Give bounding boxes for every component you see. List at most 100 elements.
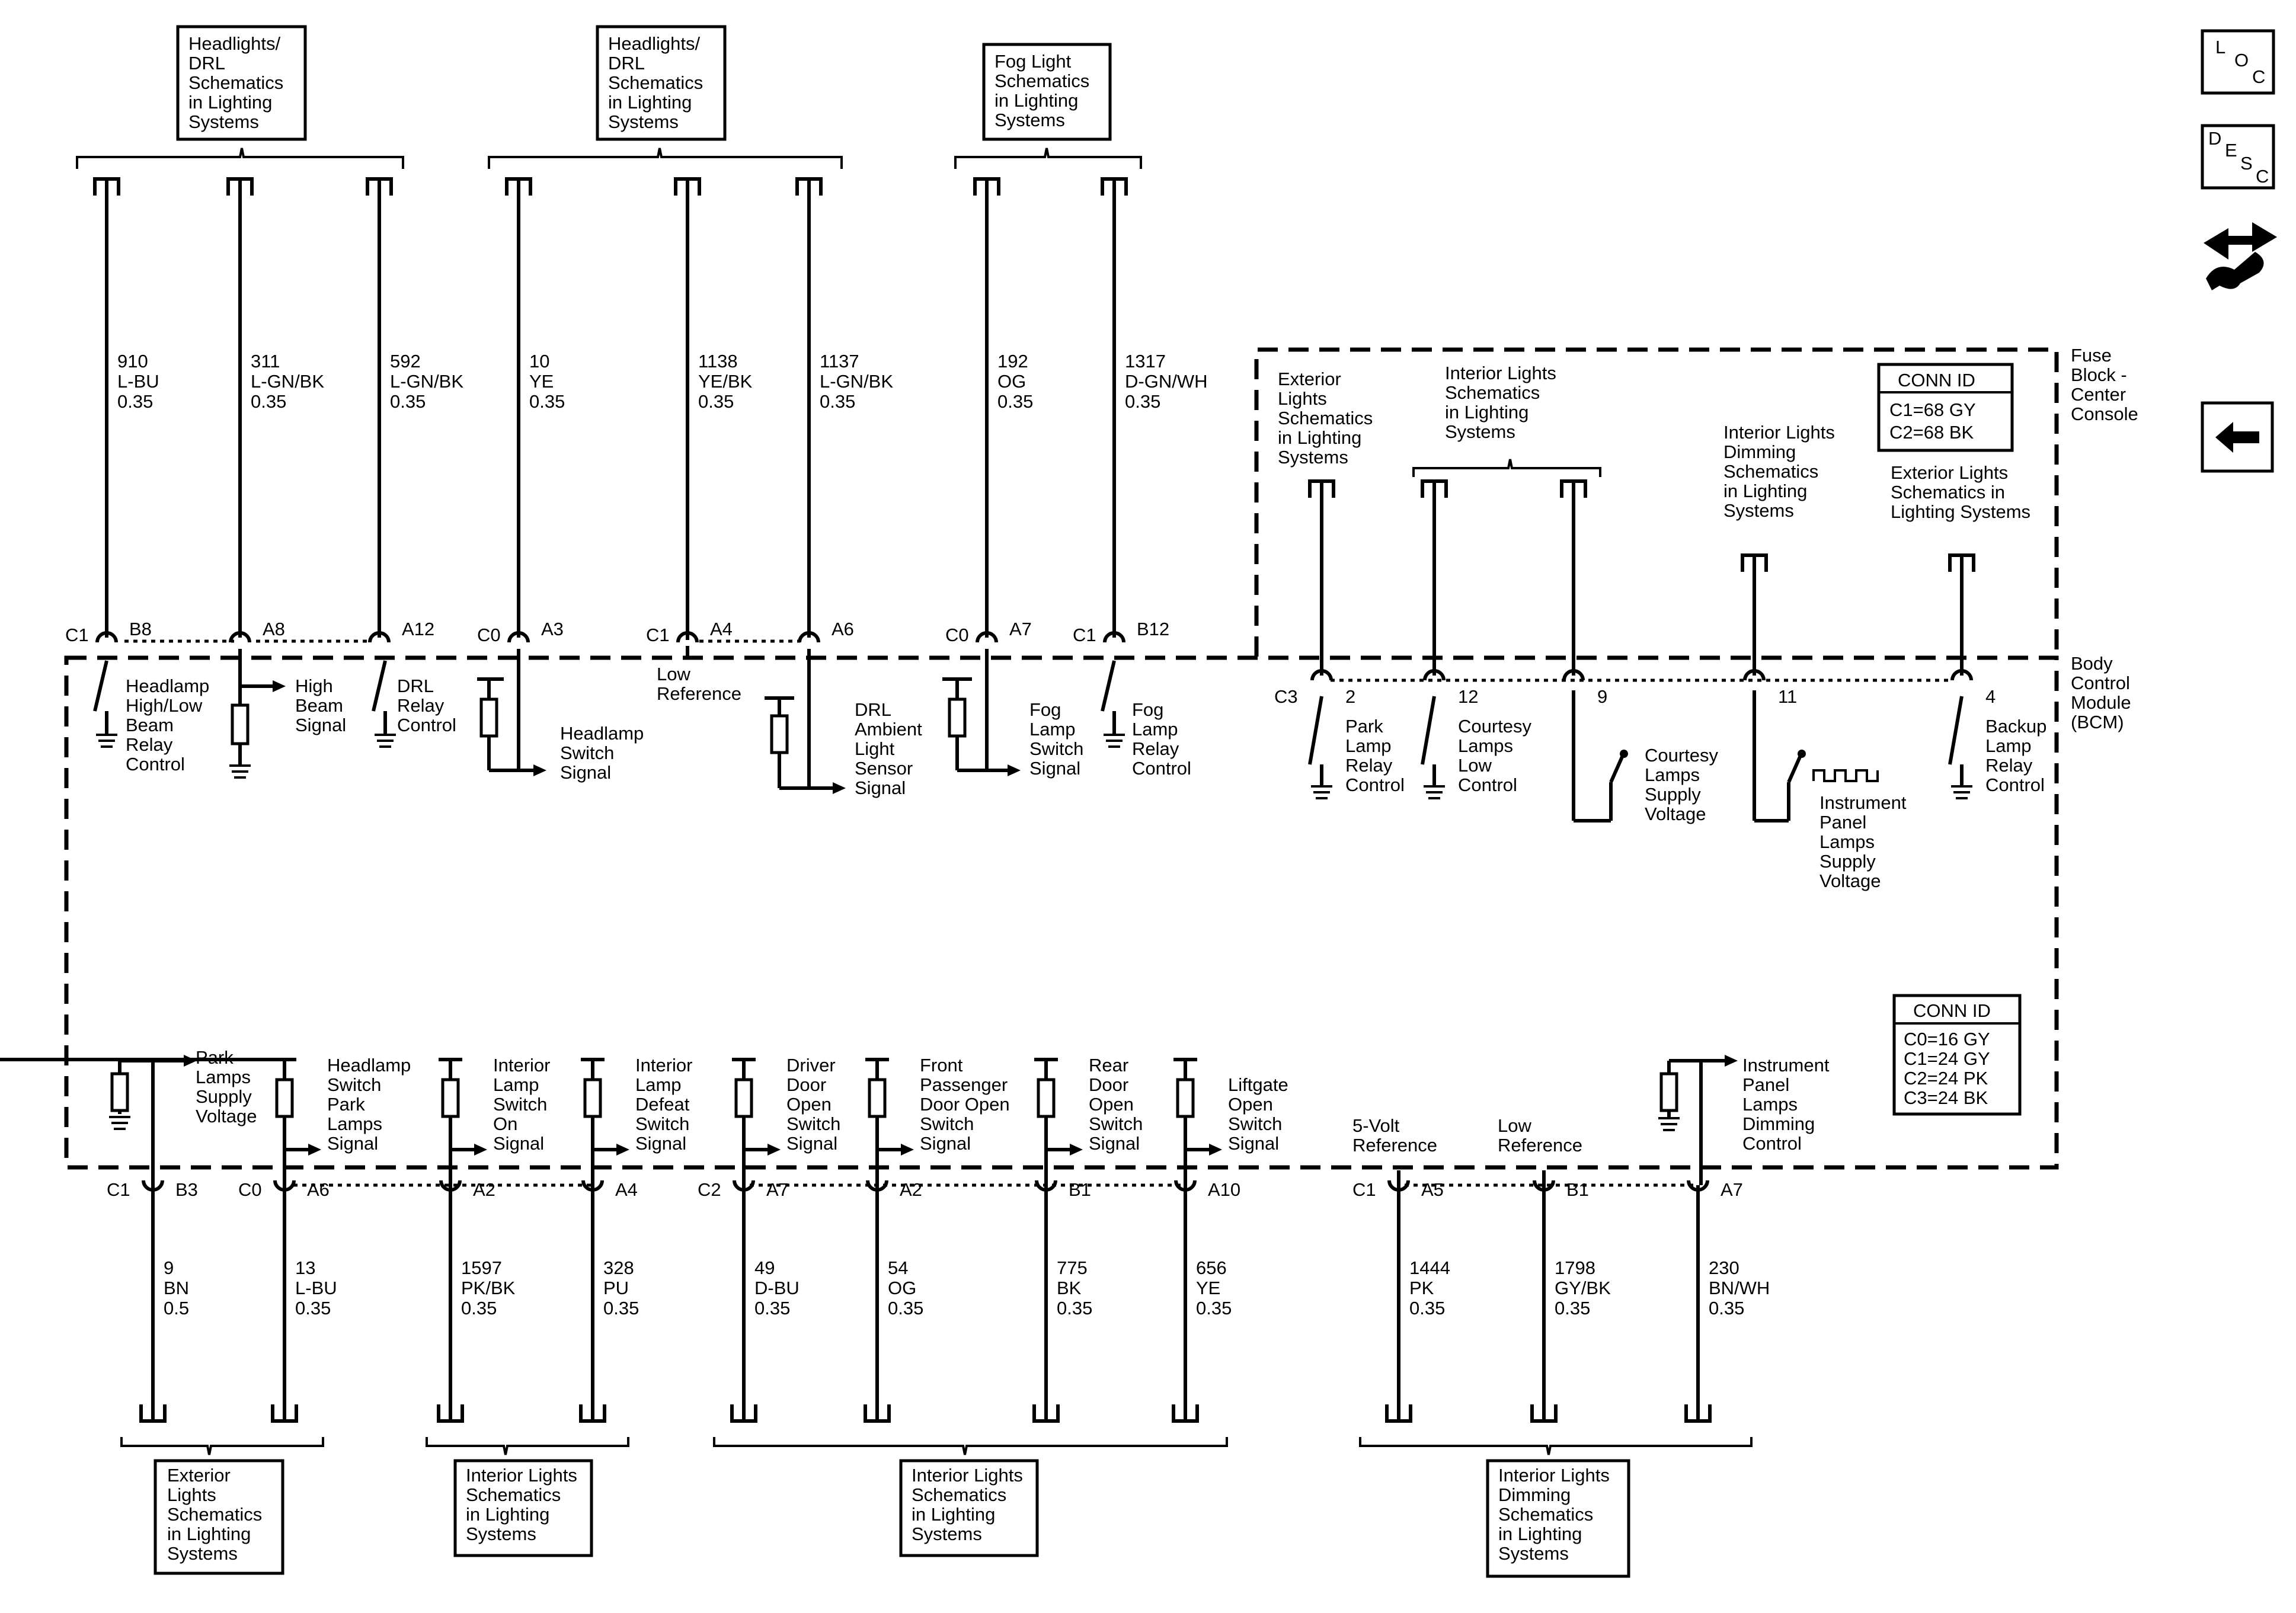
svg-text:DRL: DRL <box>188 53 225 73</box>
signal-label: Control <box>1985 775 2045 795</box>
wire-gauge: 0.35 <box>603 1298 639 1318</box>
signal-label: Driver <box>786 1055 836 1076</box>
signal-label: Supply <box>1645 784 1701 805</box>
ref-box-interior-bottom-1[interactable]: Interior Lights Schematics in Lighting S… <box>453 1459 593 1557</box>
wire-color: BN/WH <box>1709 1278 1770 1298</box>
connector-id: C1 <box>65 625 89 645</box>
signal-label: Supply <box>196 1086 252 1107</box>
signal-label: Switch <box>786 1113 840 1134</box>
circuit-number: 13 <box>295 1257 315 1278</box>
circuit-number: 1444 <box>1409 1257 1450 1278</box>
pullup-resistor <box>1176 1078 1195 1118</box>
ref-box-exterior-bottom[interactable]: Exterior Lights Schematics in Lighting S… <box>154 1459 284 1575</box>
signal-label: Switch <box>493 1094 547 1115</box>
svg-text:Systems: Systems <box>1445 421 1515 442</box>
svg-text:Fuse: Fuse <box>2071 345 2112 366</box>
signal-label: Voltage <box>196 1106 257 1126</box>
signal-label: Lamp <box>1985 735 2032 756</box>
svg-text:Headlamp: Headlamp <box>126 676 209 696</box>
connector-id: C1 <box>107 1179 130 1200</box>
ref-box-dimming-bottom[interactable]: Interior Lights Dimming Schematics in Li… <box>1486 1459 1630 1578</box>
svg-text:High: High <box>295 676 333 696</box>
svg-text:Dimming: Dimming <box>1498 1484 1571 1505</box>
svg-text:Block -: Block - <box>2071 364 2127 385</box>
desc-button[interactable]: D E S C <box>2201 124 2275 190</box>
pin-id: A6 <box>307 1179 330 1200</box>
back-arrow-button[interactable] <box>2201 401 2274 473</box>
circuit-number: 1597 <box>461 1257 502 1278</box>
wire-color: YE/BK <box>698 371 753 392</box>
terminal-bracket <box>1684 1404 1712 1423</box>
signal-label: Lamp <box>493 1074 539 1095</box>
svg-text:Fog: Fog <box>1029 699 1061 720</box>
connector-id: C1 <box>1352 1179 1376 1200</box>
loc-button[interactable]: L O C <box>2201 29 2275 95</box>
circuit-number: 328 <box>603 1257 634 1278</box>
signal-label: Courtesy <box>1645 745 1719 766</box>
svg-text:C: C <box>2252 66 2265 87</box>
circuit-number: 656 <box>1196 1257 1227 1278</box>
ref-box-fog-light[interactable]: Fog Light Schematics in Lighting Systems <box>982 43 1112 141</box>
pin-id: B1 <box>1069 1179 1091 1200</box>
pin-id: 4 <box>1985 686 1996 707</box>
wire-gauge: 0.35 <box>529 391 565 412</box>
wire-gauge: 0.35 <box>698 391 734 412</box>
circuit-number: 1137 <box>820 351 859 372</box>
ref-box-headlights-2[interactable]: Headlights/ DRL Schematics in Lighting S… <box>596 25 727 141</box>
circuit-number: 311 <box>251 351 280 372</box>
svg-text:in Lighting: in Lighting <box>994 90 1078 111</box>
svg-text:Lights: Lights <box>1278 388 1327 409</box>
pin-id: B8 <box>129 619 152 639</box>
signal-label: Courtesy <box>1458 716 1532 737</box>
circuit-number: 9 <box>164 1257 174 1278</box>
svg-text:in Lighting: in Lighting <box>608 92 692 113</box>
wire-gauge: 0.35 <box>461 1298 497 1318</box>
connector-pin <box>1950 669 1973 681</box>
pullup-resistor <box>734 1078 753 1118</box>
signal-label: Voltage <box>1645 804 1706 824</box>
svg-text:Low: Low <box>657 664 690 684</box>
terminal-bracket <box>579 1404 606 1423</box>
svg-text:Sensor: Sensor <box>855 758 913 779</box>
svg-text:Module: Module <box>2071 692 2131 713</box>
svg-text:E: E <box>2225 140 2237 161</box>
svg-text:Schematics: Schematics <box>1723 461 1818 482</box>
wire-color: L-GN/BK <box>390 371 463 392</box>
pin-id: 12 <box>1458 686 1478 707</box>
signal-label: Dimming <box>1742 1113 1815 1134</box>
signal-label: Door <box>786 1074 826 1095</box>
svg-text:Body: Body <box>2071 653 2113 674</box>
repair-tools-icon[interactable] <box>2204 222 2277 290</box>
circuit-number: 49 <box>754 1257 775 1278</box>
circuit-number: 1317 <box>1125 351 1166 372</box>
svg-text:Center: Center <box>2071 384 2126 405</box>
signal-label: Control <box>1345 775 1405 795</box>
wire-color: D-GN/WH <box>1125 371 1207 392</box>
connector-pin <box>976 631 998 643</box>
svg-text:in Lighting: in Lighting <box>167 1524 251 1544</box>
wire-color: PU <box>603 1278 629 1298</box>
wire-gauge: 0.35 <box>820 391 855 412</box>
signal-label: Signal <box>635 1133 686 1154</box>
signal-arrow <box>308 1144 321 1156</box>
svg-text:in Lighting: in Lighting <box>466 1504 549 1525</box>
connector-id: C0 <box>945 625 969 645</box>
pin-id: A7 <box>1721 1179 1743 1200</box>
svg-text:Console: Console <box>2071 404 2138 424</box>
ref-box-interior-bottom-2[interactable]: Interior Lights Schematics in Lighting S… <box>899 1459 1039 1557</box>
pin-id: A4 <box>710 619 733 639</box>
ref-box-headlights-1[interactable]: Headlights/ DRL Schematics in Lighting S… <box>176 25 307 141</box>
wire-color: GY/BK <box>1555 1278 1611 1298</box>
signal-arrow <box>901 1144 914 1156</box>
svg-text:Exterior Lights: Exterior Lights <box>1891 462 2008 483</box>
svg-text:Switch: Switch <box>560 743 614 763</box>
connector-pin <box>1423 669 1446 681</box>
svg-text:Schematics: Schematics <box>188 72 283 93</box>
wire-gauge: 0.35 <box>1409 1298 1445 1318</box>
svg-text:Headlights/: Headlights/ <box>188 33 280 54</box>
signal-label: Headlamp <box>327 1055 411 1076</box>
